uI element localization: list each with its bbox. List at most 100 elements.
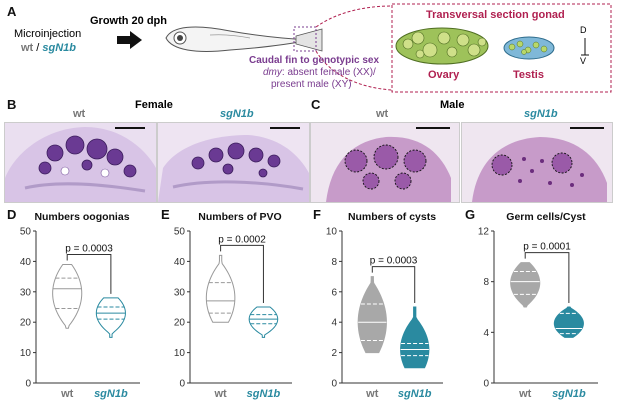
section-title: Transversal section gonad [426,9,565,21]
x-tick-label: wt [213,388,227,400]
sgn1b-male-label: sgN1b [524,108,558,120]
scale-bar [570,127,604,129]
y-tick-label: 10 [20,348,32,359]
panel-label-e: E [161,207,170,222]
chart-F: Numbers of cysts 0 2 4 6 8 10 wt sgN1b p = 0.0003 [326,211,443,400]
y-tick-label: 0 [25,379,31,390]
y-tick-label: 0 [331,379,337,390]
dmy-line1-text: : absent female (XX)/ [281,67,376,78]
y-tick-label: 8 [331,257,337,268]
violin-wt [52,263,83,329]
violin-wt [357,276,387,354]
wt-testis-micrograph [310,122,460,203]
violin-wt [205,254,236,323]
ovary-label: Ovary [428,69,460,81]
growth-label: Growth 20 dph [90,15,167,27]
panel-a-diagram [117,3,612,93]
chart-title: Numbers of PVO [198,211,281,223]
chart-title: Germ cells/Cyst [506,211,586,223]
x-tick-label: wt [60,388,74,400]
y-tick-label: 30 [174,287,186,298]
panel-label-g: G [465,207,476,222]
x-tick-label: wt [365,388,379,400]
y-tick-label: 50 [20,227,32,238]
x-tick-label: sgN1b [94,388,128,400]
violin-sgN1b [400,306,430,369]
scale-bar [115,127,145,129]
microinjection-label: Microinjection [14,28,82,40]
axis-d-label: D [580,25,587,35]
violin-sgN1b [95,297,126,338]
y-tick-label: 30 [20,287,32,298]
connector-bottom [315,50,393,91]
sgn1b-female-label: sgN1b [220,108,254,120]
panel-label-d: D [7,207,17,222]
violin-sgN1b [553,306,584,338]
panel-label-f: F [313,207,321,222]
caudal-fin-label: Caudal fin to genotypic sex [249,55,380,66]
wt-label: wt [21,42,34,54]
p-value-label: p = 0.0003 [65,243,113,254]
y-tick-label: 20 [174,318,186,329]
panel-label-c: C [311,97,321,112]
x-tick-label: sgN1b [552,388,586,400]
x-tick-label: wt [518,388,532,400]
significance-bracket [524,252,570,303]
scale-bar [270,127,300,129]
genotype-label: wt / sgN1b [21,42,76,54]
y-tick-label: 0 [483,379,489,390]
panel-label-b: B [7,97,17,112]
caudal-fin-box [293,26,317,52]
p-value-label: p = 0.0001 [523,242,571,253]
x-tick-label: sgN1b [398,388,432,400]
y-tick-label: 4 [331,318,337,329]
dmy-line1: dmy: absent female (XX)/ [263,67,376,78]
sgn1b-label: sgN1b [42,42,77,54]
y-tick-label: 20 [20,318,32,329]
y-tick-label: 50 [174,227,186,238]
y-tick-label: 6 [331,287,337,298]
chart-E: Numbers of PVO 0 10 20 30 40 50 wt sgN1b p = 0.00… [174,211,292,400]
y-tick-label: 10 [326,227,338,238]
wt-male-label: wt [376,108,389,120]
significance-bracket [220,244,264,303]
slash: / [33,42,43,54]
y-tick-label: 4 [483,328,489,339]
y-tick-label: 10 [174,348,186,359]
female-title: Female [135,99,173,111]
dmy-line2: present male (XY) [271,79,352,90]
panel-label-a: A [7,4,17,19]
violin-wt [510,262,541,308]
wt-ovary-micrograph [4,122,157,203]
y-tick-label: 40 [20,257,32,268]
sgn1b-ovary-micrograph [157,122,310,203]
sgn1b-testis-micrograph [461,122,613,203]
testis-label: Testis [513,69,544,81]
wt-female-label: wt [73,108,86,120]
y-tick-label: 40 [174,257,186,268]
dmy-gene: dmy [263,67,282,78]
chart-title: Numbers of cysts [348,211,436,223]
male-title: Male [440,99,465,111]
y-tick-label: 0 [179,379,185,390]
y-tick-label: 8 [483,277,489,288]
ovary-schematic [395,27,489,65]
scale-bar [416,127,450,129]
x-tick-label: sgN1b [247,388,281,400]
section-box [391,3,612,93]
connector-top [315,5,393,28]
p-value-label: p = 0.0002 [218,234,266,245]
significance-bracket [66,253,112,294]
significance-bracket [371,266,416,303]
chart-D: Numbers oogonias 0 10 20 30 40 50 wt sgN1b p = 0.… [20,211,140,400]
y-tick-label: 12 [478,227,490,238]
p-value-label: p = 0.0003 [370,256,418,267]
testis-schematic [503,36,555,60]
right-arrow-icon [117,31,142,49]
y-tick-label: 2 [331,348,337,359]
violin-sgN1b [248,306,279,338]
axis-v-label: V [580,56,587,66]
chart-G: Germ cells/Cyst 0 4 8 12 wt sgN1b p = 0.0001 [478,211,598,400]
chart-title: Numbers oogonias [34,211,129,223]
